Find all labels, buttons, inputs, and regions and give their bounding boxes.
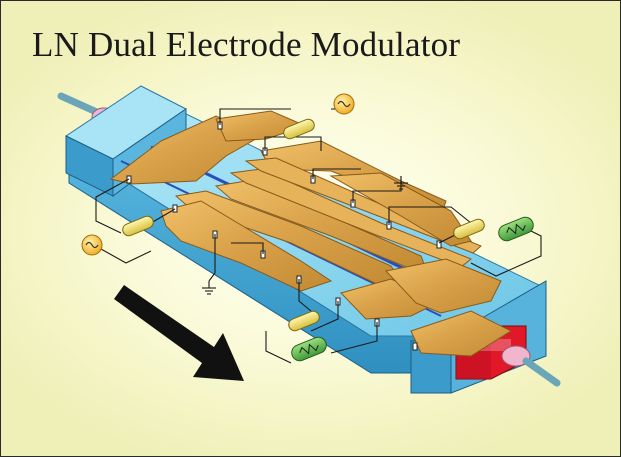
direction-arrow-icon: [114, 285, 244, 381]
rf-source-icon: [81, 93, 355, 256]
page-title: LN Dual Electrode Modulator: [32, 25, 461, 64]
ground-icon: [202, 176, 408, 295]
output-fiber-icon: [501, 345, 561, 387]
capacitor-icon: [122, 118, 485, 332]
resistor-icon: [291, 216, 534, 362]
